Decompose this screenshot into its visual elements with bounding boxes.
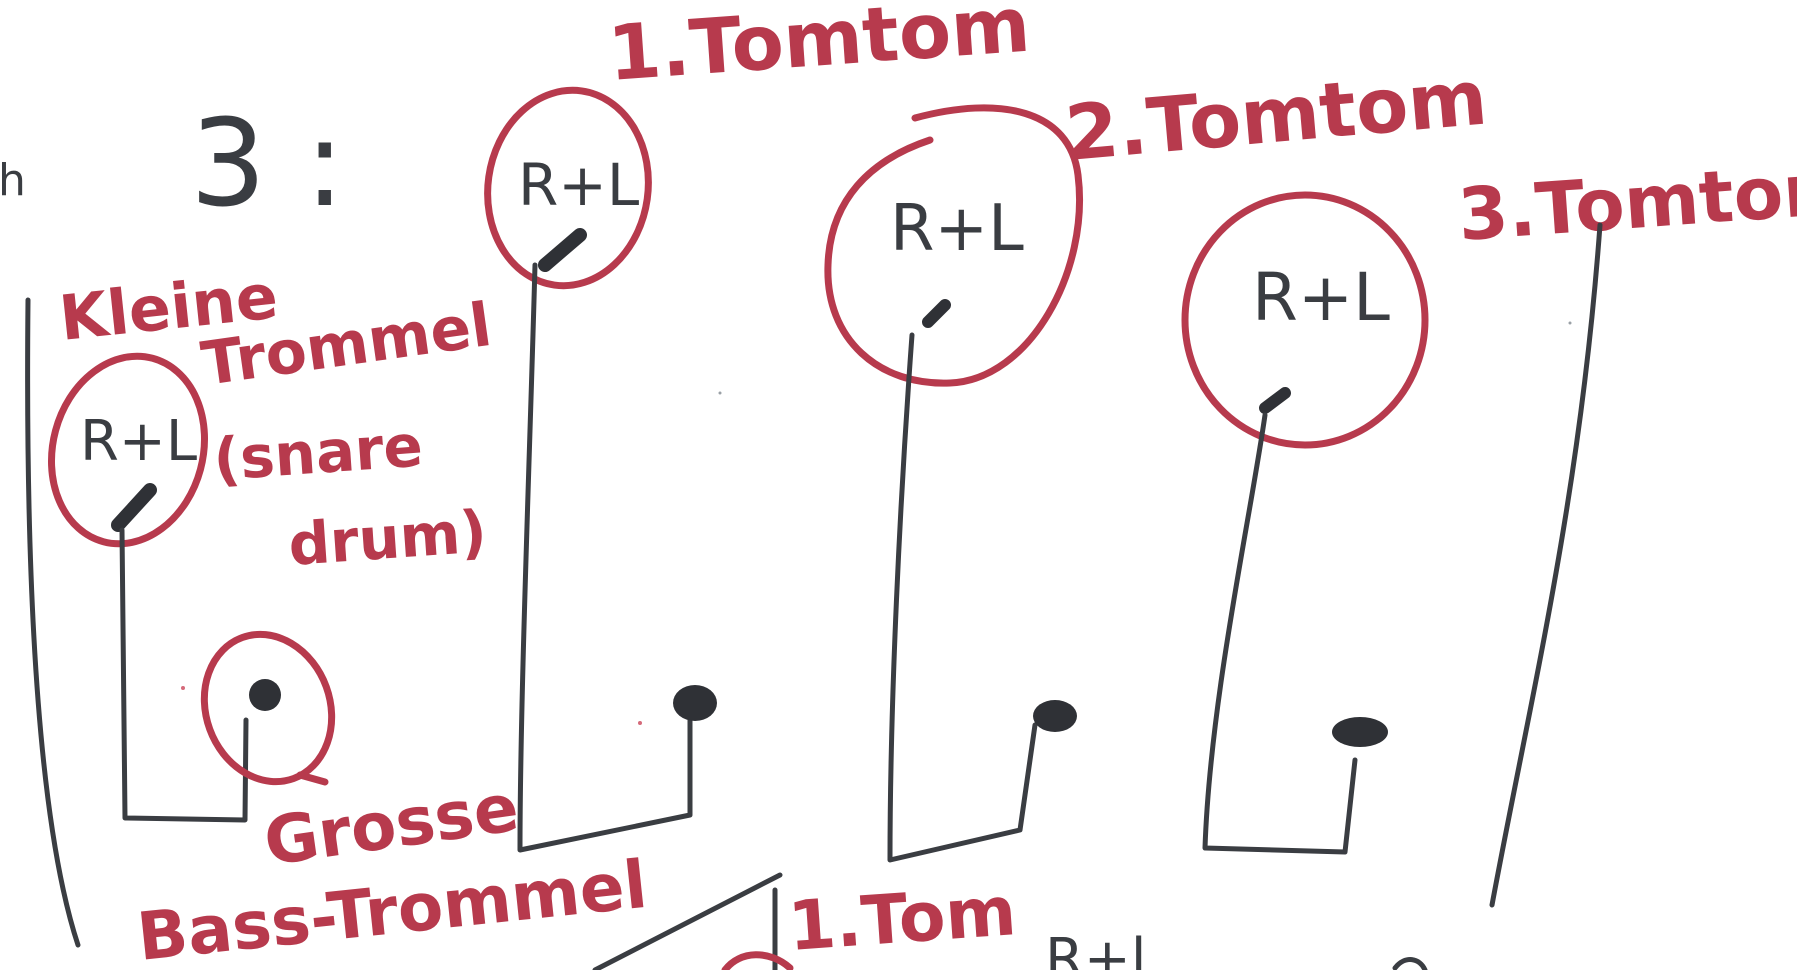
ink-speck (181, 686, 185, 690)
bottom-partial-circle (721, 951, 794, 970)
snare-label-line4: drum) (286, 497, 489, 579)
tom2-hands: R+L (890, 192, 1024, 266)
tom2-stick-mark (922, 299, 951, 328)
tom3-label: 3.Tomtom (1455, 145, 1797, 257)
tom1-stand (517, 262, 693, 853)
tom3-foot-dot (1332, 717, 1388, 747)
tom1-foot-dot (673, 685, 717, 721)
bass-pedal-dot (249, 679, 281, 711)
section-number: 3 : (190, 95, 345, 234)
ink-speck (718, 391, 722, 395)
tom1-stick-mark (538, 228, 587, 272)
snare-stick-mark (111, 483, 157, 532)
snare-stand (119, 527, 249, 823)
tom1-hands: R+L (518, 151, 639, 219)
tom3-hands: R+L (1252, 259, 1390, 336)
right-bracket-line (1489, 222, 1603, 908)
tom3-stick-mark (1259, 387, 1291, 414)
tom3-stand (1202, 412, 1358, 855)
bass-label-line2: Bass-Trommel (134, 846, 651, 970)
ink-speck (638, 721, 642, 725)
tom2-foot-dot (1033, 700, 1077, 732)
bottom-tom-label: 1.Tom (786, 872, 1019, 967)
snare-label-line3: (snare (211, 412, 425, 494)
tom2-stand (887, 332, 1038, 863)
snare-hands: R+L (80, 409, 197, 474)
bottom-partial-hands: R+l (1045, 927, 1146, 970)
cut-off-letter: h (0, 155, 26, 206)
bottom-partial-mark (1392, 957, 1428, 970)
ink-speck (1568, 321, 1572, 325)
bottom-diagonal-line (592, 872, 783, 970)
tom1-label: 1.Tomtom (605, 0, 1033, 98)
tom1-circle (484, 86, 652, 290)
tom2-circle (824, 104, 1083, 387)
snare-circle (47, 352, 209, 548)
tom3-circle (1181, 191, 1429, 449)
tom2-label: 2.Tomtom (1062, 52, 1491, 177)
bass-circle-tail (296, 771, 329, 786)
bass-circle (200, 630, 336, 786)
left-bracket-line (25, 297, 81, 948)
